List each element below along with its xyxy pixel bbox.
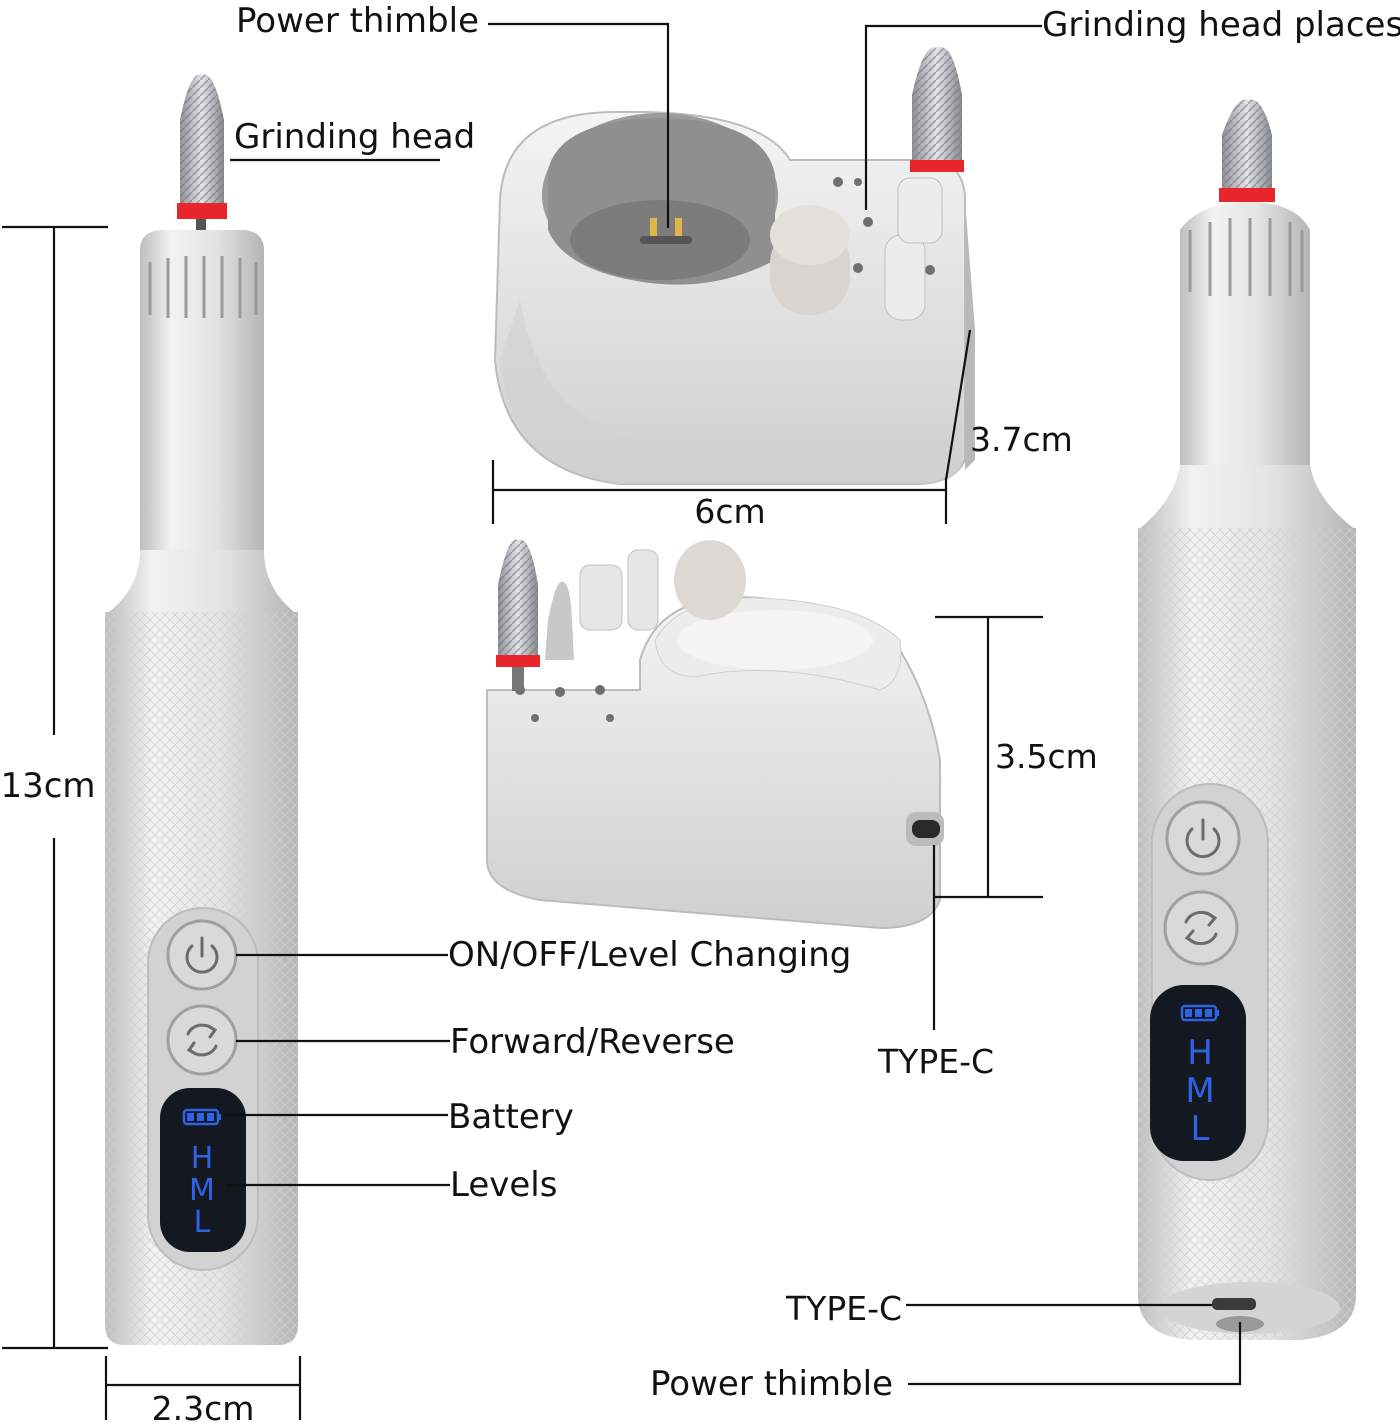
level-h-right: H xyxy=(1187,1033,1213,1073)
level-m-right: M xyxy=(1185,1071,1214,1111)
battery-callout: Battery xyxy=(222,1097,574,1137)
reverse-button[interactable] xyxy=(166,1004,238,1076)
type-c-stand-label: TYPE-C xyxy=(877,1042,994,1081)
pen-length-label: 13cm xyxy=(0,766,95,806)
pen-type-c-port xyxy=(1212,1298,1256,1310)
type-c-pen-callout: TYPE-C xyxy=(785,1289,1212,1328)
battery-bar xyxy=(197,1113,204,1121)
left-pen: H M L xyxy=(105,74,298,1345)
battery-bar xyxy=(1185,1009,1192,1017)
right-pen: H M L xyxy=(1138,99,1356,1340)
level-h: H xyxy=(191,1141,214,1176)
on-off-callout: ON/OFF/Level Changing xyxy=(236,935,851,975)
stand-height-label: 3.5cm xyxy=(995,737,1098,776)
stand-width-label: 6cm xyxy=(694,492,765,531)
grinding-head-places-callout: Grinding head places xyxy=(864,5,1400,210)
top-stand xyxy=(493,46,975,485)
battery-bar xyxy=(1195,1009,1202,1017)
battery-bar xyxy=(187,1113,194,1121)
red-collar xyxy=(177,203,227,219)
forward-reverse-label: Forward/Reverse xyxy=(450,1022,735,1062)
type-c-stand-callout: TYPE-C xyxy=(877,845,994,1081)
battery-icon xyxy=(1180,1004,1219,1022)
power-button-right[interactable] xyxy=(1165,800,1241,876)
led-display xyxy=(160,1088,246,1252)
levels-label: Levels xyxy=(450,1165,557,1205)
battery-label: Battery xyxy=(448,1097,574,1137)
sanding-cap xyxy=(770,205,850,315)
level-l: L xyxy=(194,1205,211,1240)
stand-height-dimension: 3.5cm xyxy=(935,615,1098,899)
pen-width-dimension: 2.3cm xyxy=(104,1356,302,1425)
battery-icon xyxy=(182,1108,221,1126)
grinding-head-label: Grinding head xyxy=(234,117,475,157)
reverse-icon xyxy=(1184,910,1218,946)
on-off-label: ON/OFF/Level Changing xyxy=(448,935,851,975)
stand-type-c-port xyxy=(906,812,944,846)
pen-length-dimension: 13cm xyxy=(0,225,108,1350)
power-thimble-bottom-callout: Power thimble xyxy=(650,1322,1242,1404)
reverse-icon xyxy=(186,1023,218,1057)
battery-bar xyxy=(207,1113,214,1121)
forward-reverse-callout: Forward/Reverse xyxy=(236,1022,735,1062)
power-thimble-bottom-label: Power thimble xyxy=(650,1364,893,1404)
reverse-button-right[interactable] xyxy=(1163,890,1239,966)
pen-width-label: 2.3cm xyxy=(152,1389,255,1425)
level-l-right: L xyxy=(1191,1109,1210,1149)
level-m: M xyxy=(189,1173,215,1208)
power-thimble-top-label: Power thimble xyxy=(236,1,479,41)
power-icon xyxy=(1185,818,1221,859)
middle-stand xyxy=(486,539,944,930)
stand-width-dimension: 6cm xyxy=(491,460,948,531)
type-c-pen-label: TYPE-C xyxy=(785,1289,902,1328)
grinding-head-places-label: Grinding head places xyxy=(1042,5,1400,45)
power-thimble-pins xyxy=(640,218,692,244)
led-display-right xyxy=(1150,985,1246,1161)
power-button[interactable] xyxy=(166,919,238,991)
power-icon xyxy=(185,936,219,974)
battery-bar xyxy=(1205,1009,1212,1017)
power-thimble-top-callout: Power thimble xyxy=(236,1,670,228)
levels-callout: Levels xyxy=(226,1165,557,1205)
stand-depth-dimension: 3.7cm xyxy=(944,329,1073,481)
grinding-head-callout: Grinding head xyxy=(230,117,475,162)
stand-depth-label: 3.7cm xyxy=(970,420,1073,459)
